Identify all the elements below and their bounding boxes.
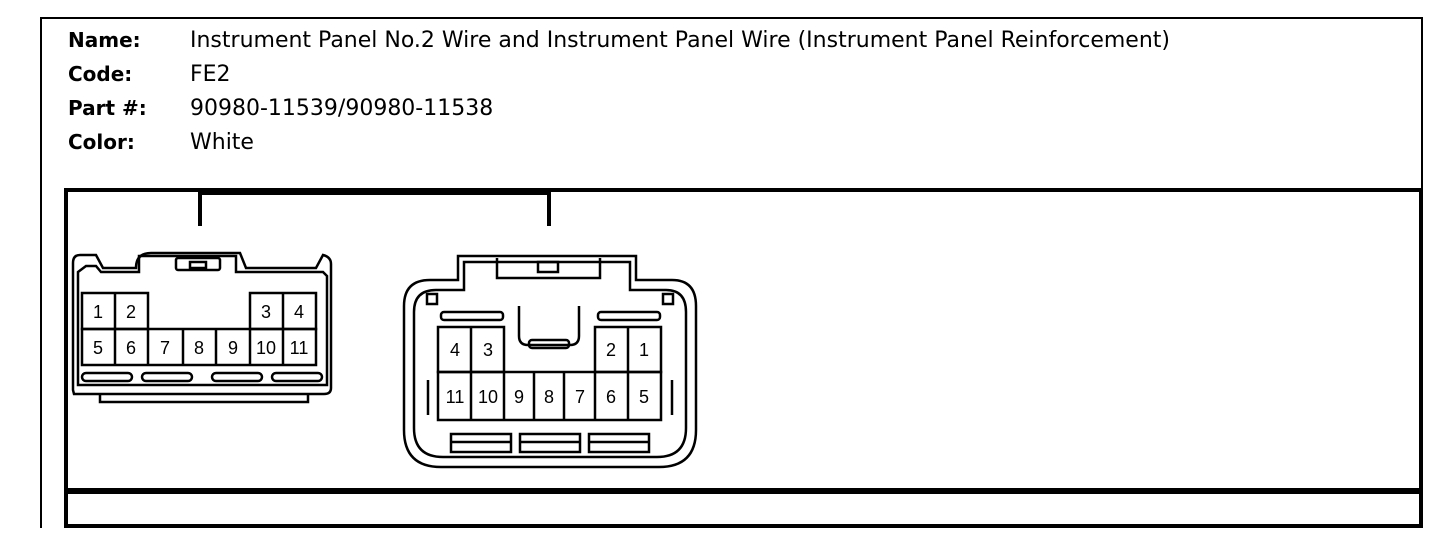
- diagram-divider: [64, 488, 1423, 494]
- part-value: 90980-11539/90980-11538: [190, 96, 494, 121]
- pin-label: 10: [256, 338, 276, 358]
- pin-label: 11: [290, 338, 309, 358]
- color-label: Color:: [68, 130, 135, 154]
- pin-label: 10: [478, 387, 498, 407]
- pin-label: 5: [93, 338, 103, 358]
- connector-left-pins: 1 2 3 4 5 6 7 8 9 10 11: [93, 302, 308, 358]
- pin-label: 4: [450, 340, 460, 360]
- connector-right-cells: [436, 325, 663, 422]
- pin-label: 2: [606, 340, 616, 360]
- pair-bracket: [198, 191, 551, 226]
- pin-label: 9: [228, 338, 238, 358]
- part-label: Part #:: [68, 96, 147, 120]
- name-value: Instrument Panel No.2 Wire and Instrumen…: [190, 28, 1170, 53]
- connector-right: [402, 254, 698, 469]
- pin-label: 1: [639, 340, 649, 360]
- connector-right-pins: 4 3 2 1 11 10 9 8 7 6 5: [446, 340, 649, 407]
- pin-label: 2: [126, 302, 136, 322]
- pin-label: 7: [575, 387, 585, 407]
- code-label: Code:: [68, 62, 133, 86]
- pin-label: 7: [160, 338, 170, 358]
- color-value: White: [190, 130, 254, 155]
- connector-diagram-frame: [64, 188, 1423, 528]
- pin-label: 5: [639, 387, 649, 407]
- pin-label: 3: [261, 302, 271, 322]
- pin-label: 9: [514, 387, 524, 407]
- pin-label: 8: [544, 387, 554, 407]
- pin-label: 3: [483, 340, 493, 360]
- connector-left: [71, 251, 333, 404]
- pin-label: 8: [194, 338, 204, 358]
- pin-label: 6: [606, 387, 616, 407]
- pin-label: 11: [446, 387, 465, 407]
- pin-label: 6: [126, 338, 136, 358]
- code-value: FE2: [190, 62, 231, 87]
- name-label: Name:: [68, 28, 141, 52]
- pin-label: 4: [294, 302, 304, 322]
- pin-label: 1: [93, 302, 103, 322]
- connector-left-cells: [80, 291, 318, 367]
